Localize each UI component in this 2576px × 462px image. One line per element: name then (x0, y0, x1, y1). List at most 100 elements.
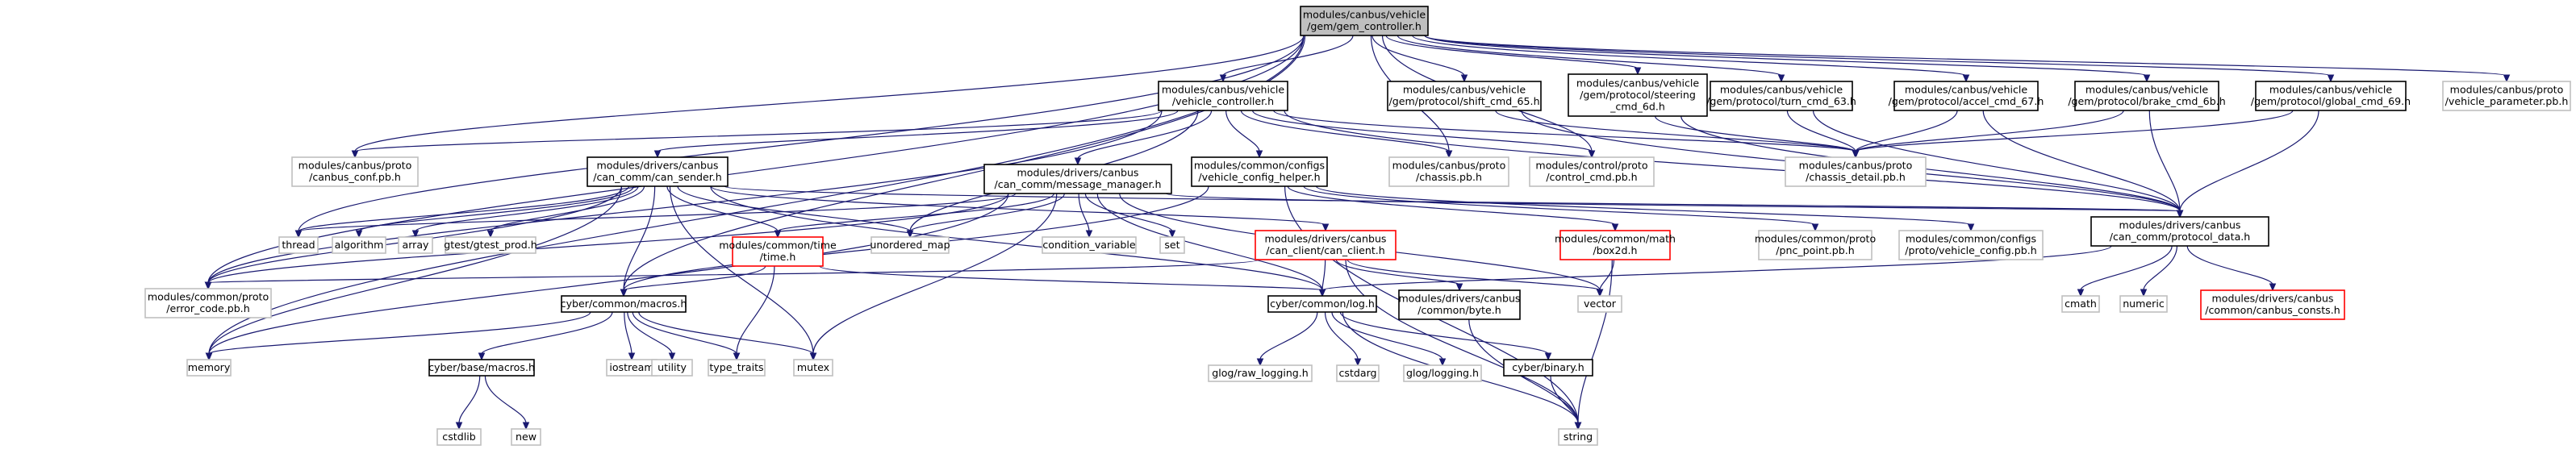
node-box (2061, 295, 2100, 313)
node-memory[interactable]: memory (186, 359, 232, 377)
edge-arrowhead (1460, 74, 1468, 83)
node-msgmgr[interactable]: modules/drivers/canbus/can_comm/message_… (983, 164, 1172, 194)
node-label: /gem/protocol/shift_cmd_65.h (1388, 95, 1539, 107)
edge-arrowhead (2077, 289, 2085, 298)
edge-sender-to-protodata (724, 185, 2181, 212)
edge-gem-to-accel (1412, 35, 1967, 77)
node-macros[interactable]: cyber/common/macros.h (561, 295, 687, 313)
node-brake[interactable]: modules/canbus/vehicle/gem/protocol/brak… (2068, 81, 2226, 111)
node-chassis[interactable]: modules/canbus/proto/chassis.pb.h (1388, 156, 1509, 187)
edge-canclient-to-errcode (207, 259, 1259, 284)
node-global[interactable]: modules/canbus/vehicle/gem/protocol/glob… (2251, 81, 2411, 111)
edge-sender-to-ctime (666, 185, 779, 232)
node-label: modules/drivers/canbus (2119, 219, 2240, 231)
node-box (1503, 359, 1593, 377)
node-label: modules/common/proto (148, 291, 269, 303)
edge-canclient-to-string (1345, 259, 1579, 424)
edge-arrowhead (411, 230, 420, 239)
edge-vc-to-msgmgr (1077, 110, 1213, 160)
node-iostream[interactable]: iostream (606, 359, 658, 377)
node-sender[interactable]: modules/drivers/canbus/can_comm/can_send… (587, 156, 729, 187)
node-vconfig[interactable]: modules/common/configs/proto/vehicle_con… (1898, 230, 2044, 260)
edge-protodata-to-numeric (2143, 245, 2177, 291)
edge-arrowhead (1256, 358, 1264, 367)
node-label: /can_comm/protocol_data.h (2110, 231, 2251, 243)
node-mutex[interactable]: mutex (793, 359, 833, 377)
node-shift[interactable]: modules/canbus/vehicle/gem/protocol/shif… (1387, 81, 1542, 111)
node-steer[interactable]: modules/canbus/vehicle/gem/protocol/stee… (1568, 73, 1708, 117)
edge-macros-to-typetraits (632, 311, 737, 355)
edge-msgmgr-to-log (1096, 193, 1323, 291)
node-label: /error_code.pb.h (166, 302, 249, 314)
node-turn[interactable]: modules/canbus/vehicle/gem/protocol/turn… (1706, 81, 1856, 111)
node-canconf[interactable]: modules/canbus/proto/canbus_conf.pb.h (291, 156, 419, 187)
node-vector[interactable]: vector (1577, 295, 1622, 313)
node-string[interactable]: string (1558, 428, 1598, 446)
node-box (1159, 236, 1185, 254)
edge-arrowhead (455, 422, 463, 431)
node-utility[interactable]: utility (651, 359, 693, 377)
node-cmath[interactable]: cmath (2061, 295, 2100, 313)
node-gem[interactable]: modules/canbus/vehicle/gem/gem_controlle… (1300, 6, 1429, 36)
node-glograw[interactable]: glog/raw_logging.h (1208, 364, 1313, 382)
edge-arrowhead (2143, 74, 2151, 83)
edge-vchelper-to-vconfig (1315, 185, 1972, 226)
node-binary[interactable]: cyber/binary.h (1503, 359, 1593, 377)
node-box (186, 359, 232, 377)
node-canclient[interactable]: modules/drivers/canbus/can_client/can_cl… (1255, 230, 1397, 260)
node-umap[interactable]: unordered_map (870, 236, 950, 254)
node-ctrlcmd[interactable]: modules/control/proto/control_cmd.pb.h (1529, 156, 1655, 187)
node-byte[interactable]: modules/drivers/canbus/common/byte.h (1398, 289, 1521, 320)
edge-arrowhead (1354, 358, 1362, 367)
node-consts[interactable]: modules/drivers/canbus/common/canbus_con… (2200, 289, 2345, 320)
edge-arrowhead (351, 150, 359, 159)
edge-macros-to-basemacros (481, 311, 613, 355)
node-label: _cmd_6d.h (1609, 100, 1665, 112)
nodes-layer: modules/canbus/vehicle/gem/gem_controlle… (144, 6, 2571, 446)
node-label: modules/canbus/vehicle (1403, 84, 1526, 96)
edge-vc-to-sender (657, 110, 1179, 152)
node-cstdlib[interactable]: cstdlib (436, 428, 482, 446)
edge-arrowhead (1074, 157, 1082, 166)
node-basemacros[interactable]: cyber/base/macros.h (428, 359, 535, 377)
node-gloglog[interactable]: glog/logging.h (1403, 364, 1482, 382)
node-chdetail[interactable]: modules/canbus/proto/chassis_detail.pb.h (1785, 156, 1927, 187)
edge-byte-to-string (1468, 318, 1579, 424)
node-set[interactable]: set (1159, 236, 1185, 254)
node-pnc[interactable]: modules/common/proto/pnc_point.pb.h (1755, 230, 1877, 260)
node-vchelper[interactable]: modules/common/configs/vehicle_config_he… (1191, 156, 1328, 187)
node-cstdarg[interactable]: cstdarg (1336, 364, 1380, 382)
node-accel[interactable]: modules/canbus/vehicle/gem/protocol/acce… (1889, 81, 2044, 111)
edge-arrowhead (1634, 67, 1642, 76)
edge-canclient-to-vector (1346, 259, 1601, 291)
edge-turn-to-chdetail (1786, 110, 1856, 152)
edge-ctime-to-typetraits (736, 265, 775, 355)
node-gtest[interactable]: gtest/gtest_prod.h (444, 236, 537, 254)
node-label: iostream (609, 361, 653, 373)
node-numeric[interactable]: numeric (2119, 295, 2168, 313)
node-log[interactable]: cyber/common/log.h (1267, 295, 1377, 313)
node-vc[interactable]: modules/canbus/vehicle/vehicle_controlle… (1158, 81, 1288, 111)
node-label: numeric (2123, 298, 2165, 310)
node-label: cyber/common/log.h (1270, 298, 1375, 310)
node-protodata[interactable]: modules/drivers/canbus/can_comm/protocol… (2090, 216, 2269, 247)
node-typetraits[interactable]: type_traits (708, 359, 766, 377)
edge-arrowhead (668, 352, 676, 361)
node-new[interactable]: new (511, 428, 541, 446)
node-errcode[interactable]: modules/common/proto/error_code.pb.h (144, 288, 272, 318)
edge-vc-to-canconf (354, 110, 1163, 152)
node-box (1568, 73, 1708, 117)
node-condvar[interactable]: condition_variable (1042, 236, 1137, 254)
node-box (291, 156, 419, 187)
node-algorithm[interactable]: algorithm (332, 236, 386, 254)
node-label: modules/canbus/vehicle (2085, 84, 2209, 96)
node-ctime[interactable]: modules/common/time/time.h (719, 236, 837, 267)
node-thread[interactable]: thread (278, 236, 319, 254)
node-array[interactable]: array (398, 236, 433, 254)
edge-msgmgr-to-thread (298, 193, 1017, 232)
node-vparam[interactable]: modules/canbus/proto/vehicle_parameter.p… (2442, 81, 2571, 111)
node-box2d[interactable]: modules/common/math/box2d.h (1555, 230, 1676, 260)
node-label: algorithm (335, 239, 384, 251)
node-box (1577, 295, 1622, 313)
edge-accel-to-protodata (1982, 110, 2181, 212)
